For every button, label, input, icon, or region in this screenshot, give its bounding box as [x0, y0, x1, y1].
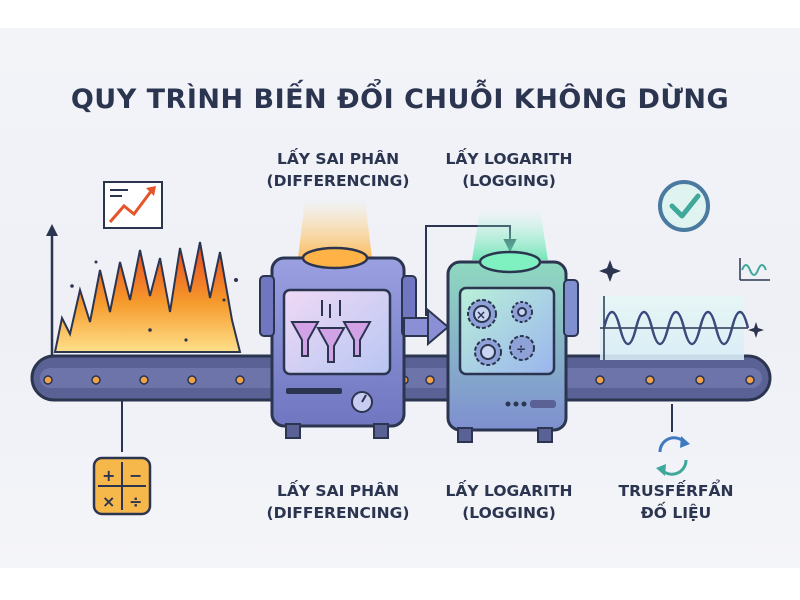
stationary-series-chart	[600, 296, 750, 360]
bottom-label-logging-line2: (LOGGING)	[462, 504, 556, 522]
nonstationary-series-chart	[46, 224, 242, 356]
calculator-icon: + − × ÷	[92, 456, 152, 516]
logging-machine: × ÷	[446, 250, 579, 443]
differencing-machine	[259, 246, 417, 439]
top-label-differencing-line1: LẤY SAI PHÂN	[276, 150, 400, 168]
wave-chart-icon	[739, 258, 770, 281]
bottom-label-transfer: TRUSFẾRFẨN ĐỐ LIỆU	[596, 480, 756, 524]
top-label-logging-line1: LẤY LOGARITH	[445, 150, 573, 168]
svg-text:+: +	[102, 466, 115, 485]
bottom-label-differencing-line1: LẤY SAI PHÂN	[276, 482, 400, 500]
top-label-logging: LẤY LOGARITH (LOGGING)	[424, 148, 594, 192]
top-label-differencing: LẤY SAI PHÂN (DIFFERENCING)	[248, 148, 428, 192]
svg-text:÷: ÷	[129, 492, 142, 511]
check-circle-icon	[658, 180, 710, 232]
funnel-icon	[290, 321, 372, 363]
page-title: QUY TRÌNH BIẾN ĐỔI CHUỖI KHÔNG DỪNG	[70, 84, 730, 115]
top-label-logging-line2: (LOGGING)	[462, 172, 556, 190]
gear-icon: × ÷	[467, 299, 535, 366]
trend-chart-icon	[103, 181, 163, 229]
svg-text:×: ×	[476, 308, 486, 322]
svg-text:−: −	[129, 466, 142, 485]
bottom-label-differencing-line2: (DIFFERENCING)	[266, 504, 410, 522]
svg-text:÷: ÷	[516, 342, 526, 356]
flow-arrow	[403, 307, 450, 347]
bottom-label-logging: LẤY LOGARITH (LOGGING)	[424, 480, 594, 524]
bottom-label-transfer-line2: ĐỐ LIỆU	[640, 504, 712, 522]
bottom-label-logging-line1: LẤY LOGARITH	[445, 482, 573, 500]
refresh-cycle-icon	[656, 436, 690, 476]
svg-text:×: ×	[102, 492, 115, 511]
green-light-beam	[472, 210, 548, 260]
orange-light-beam	[298, 200, 372, 258]
bottom-label-transfer-line1: TRUSFẾRFẨN	[618, 482, 734, 500]
top-label-differencing-line2: (DIFFERENCING)	[266, 172, 410, 190]
bottom-label-differencing: LẤY SAI PHÂN (DIFFERENCING)	[248, 480, 428, 524]
sparkle-icon	[599, 260, 764, 338]
